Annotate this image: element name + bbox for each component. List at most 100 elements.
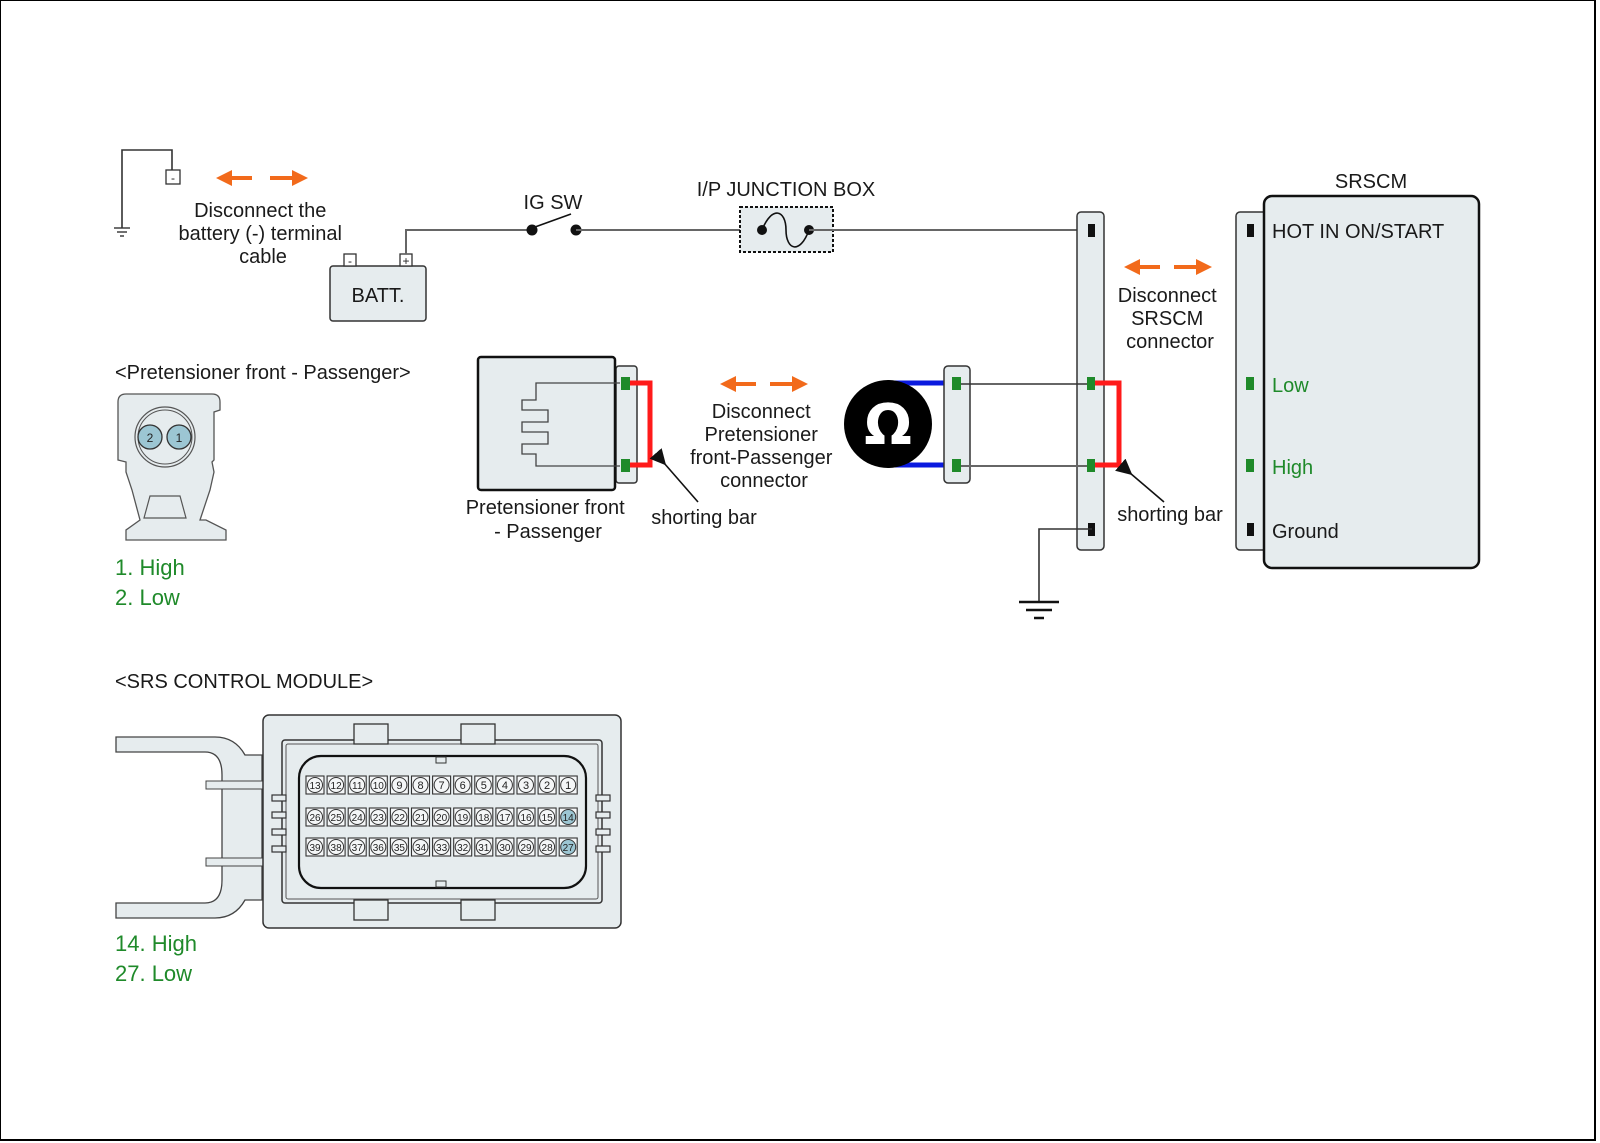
srscm-pin-low: Low bbox=[1272, 375, 1309, 397]
srs-pin-label: 5 bbox=[481, 780, 487, 792]
srs-pin-15: 15 bbox=[537, 807, 557, 827]
pretensioner-pin-2: 2 bbox=[147, 431, 154, 445]
srs-pin-39: 39 bbox=[305, 837, 325, 857]
srs-pin-label: 19 bbox=[457, 813, 469, 824]
srs-pin-9: 9 bbox=[389, 775, 409, 795]
srs-pin-24: 24 bbox=[347, 807, 367, 827]
srs-pin-label: 25 bbox=[331, 813, 343, 824]
srs-pin-label: 12 bbox=[331, 781, 343, 792]
srs-pin-19: 19 bbox=[453, 807, 473, 827]
srs-pin-26: 26 bbox=[305, 807, 325, 827]
srs-pin-label: 23 bbox=[373, 813, 385, 824]
srs-pin-label: 3 bbox=[523, 780, 529, 792]
srs-pin-label: 26 bbox=[309, 813, 321, 824]
srs-pin-1: 1 bbox=[558, 775, 578, 795]
srs-pin-27: 27 bbox=[558, 837, 578, 857]
srs-pin-label: 24 bbox=[352, 813, 364, 824]
srs-pin-label: 1 bbox=[565, 780, 571, 792]
shorting-bar-left bbox=[630, 380, 653, 468]
srs-pin-20: 20 bbox=[432, 807, 452, 827]
srs-pin-33: 33 bbox=[432, 837, 452, 857]
srs-pin-label: 38 bbox=[331, 843, 343, 854]
srs-pin-11: 11 bbox=[347, 775, 367, 795]
srscm-pin-ground: Ground bbox=[1272, 521, 1339, 543]
ig-switch-label: IG SW bbox=[524, 192, 583, 214]
negative-terminal-label: - bbox=[171, 171, 175, 185]
srs-pin-label: 8 bbox=[417, 780, 423, 792]
shorting-bar-label-left: shorting bar bbox=[651, 507, 757, 529]
srs-pin-23: 23 bbox=[368, 807, 388, 827]
pretensioner-component-label: Pretensioner front - Passenger bbox=[466, 497, 631, 543]
srs-pin-label: 31 bbox=[478, 843, 490, 854]
pretensioner-pin-1: 1 bbox=[176, 431, 183, 445]
battery-negative-label: - bbox=[348, 254, 352, 268]
srscm-pin-high: High bbox=[1272, 457, 1313, 479]
shorting-bar-right bbox=[1095, 380, 1122, 468]
srs-pin-38: 38 bbox=[326, 837, 346, 857]
srscm-title: SRSCM bbox=[1335, 171, 1407, 193]
srs-pin-32: 32 bbox=[453, 837, 473, 857]
battery-ground-wire bbox=[114, 149, 173, 237]
ohm-icon: Ω bbox=[864, 393, 912, 458]
srs-pin-31: 31 bbox=[474, 837, 494, 857]
srs-pin-label: 7 bbox=[439, 780, 445, 792]
srs-pin-label: 9 bbox=[396, 780, 402, 792]
srs-pin-12: 12 bbox=[326, 775, 346, 795]
srs-pin-label: 33 bbox=[436, 843, 448, 854]
srs-pin-label: 17 bbox=[499, 813, 511, 824]
srs-pin-25: 25 bbox=[326, 807, 346, 827]
srs-pin-label: 34 bbox=[415, 843, 427, 854]
srs-pin-label: 2 bbox=[544, 780, 550, 792]
srs-pin-17: 17 bbox=[495, 807, 515, 827]
srs-pin-label: 14 bbox=[563, 813, 575, 824]
srs-pin-label: 35 bbox=[394, 843, 406, 854]
disconnect-arrows-pretensioner bbox=[720, 376, 808, 392]
srs-pin-label: 32 bbox=[457, 843, 469, 854]
ig-switch: IG SW bbox=[524, 192, 583, 236]
battery-label: BATT. bbox=[352, 285, 405, 307]
srs-pin-label: 16 bbox=[520, 813, 532, 824]
srs-pin-18: 18 bbox=[474, 807, 494, 827]
srs-pin-13: 13 bbox=[305, 775, 325, 795]
srs-pin-label: 37 bbox=[352, 843, 364, 854]
srs-pin-8: 8 bbox=[410, 775, 431, 795]
disconnect-arrows-battery bbox=[216, 170, 308, 186]
srs-pin-label: 39 bbox=[309, 843, 321, 854]
srs-pin-label: 10 bbox=[373, 781, 385, 792]
junction-box: I/P JUNCTION BOX bbox=[697, 179, 876, 253]
srs-pin-14: 14 bbox=[558, 807, 578, 827]
srs-pin-label: 28 bbox=[542, 843, 554, 854]
srs-pin-label: 4 bbox=[502, 780, 508, 792]
srs-pin-label: 27 bbox=[563, 843, 575, 854]
srs-pin-label: 22 bbox=[394, 813, 406, 824]
srs-pin-label: 20 bbox=[436, 813, 448, 824]
srs-pin-label: 29 bbox=[520, 843, 532, 854]
srs-pin-4: 4 bbox=[495, 775, 515, 795]
shorting-bar-label-right: shorting bar bbox=[1117, 504, 1223, 526]
srs-pin-22: 22 bbox=[389, 807, 409, 827]
battery-positive-label: + bbox=[402, 254, 409, 268]
srs-pin-label: 11 bbox=[352, 781, 363, 792]
srs-pin-label: 36 bbox=[373, 843, 385, 854]
srs-pin-3: 3 bbox=[516, 775, 536, 795]
srs-pin-label: 18 bbox=[478, 813, 490, 824]
srscm-module: SRSCM HOT IN ON/START Low High Ground bbox=[1235, 171, 1481, 570]
srs-pin-29: 29 bbox=[516, 837, 536, 857]
srs-pin-label: 15 bbox=[542, 813, 554, 824]
battery-disconnect-label: Disconnect the battery (-) terminal cabl… bbox=[179, 200, 348, 268]
srs-pin-label: 13 bbox=[309, 781, 321, 792]
srs-pin-30: 30 bbox=[495, 837, 515, 857]
srs-pin-16: 16 bbox=[516, 807, 536, 827]
ground-wire bbox=[1019, 528, 1092, 620]
pretensioner-component bbox=[476, 355, 638, 492]
srs-pin-label: 21 bbox=[415, 813, 427, 824]
junction-box-label: I/P JUNCTION BOX bbox=[697, 179, 876, 201]
srscm-disconnect-label: Disconnect SRSCM connector bbox=[1118, 285, 1223, 353]
srs-pin-5: 5 bbox=[474, 775, 494, 795]
shorting-bar-pointer-left bbox=[649, 448, 699, 503]
power-wire-1 bbox=[405, 229, 532, 254]
srs-pin-2: 2 bbox=[537, 775, 557, 795]
